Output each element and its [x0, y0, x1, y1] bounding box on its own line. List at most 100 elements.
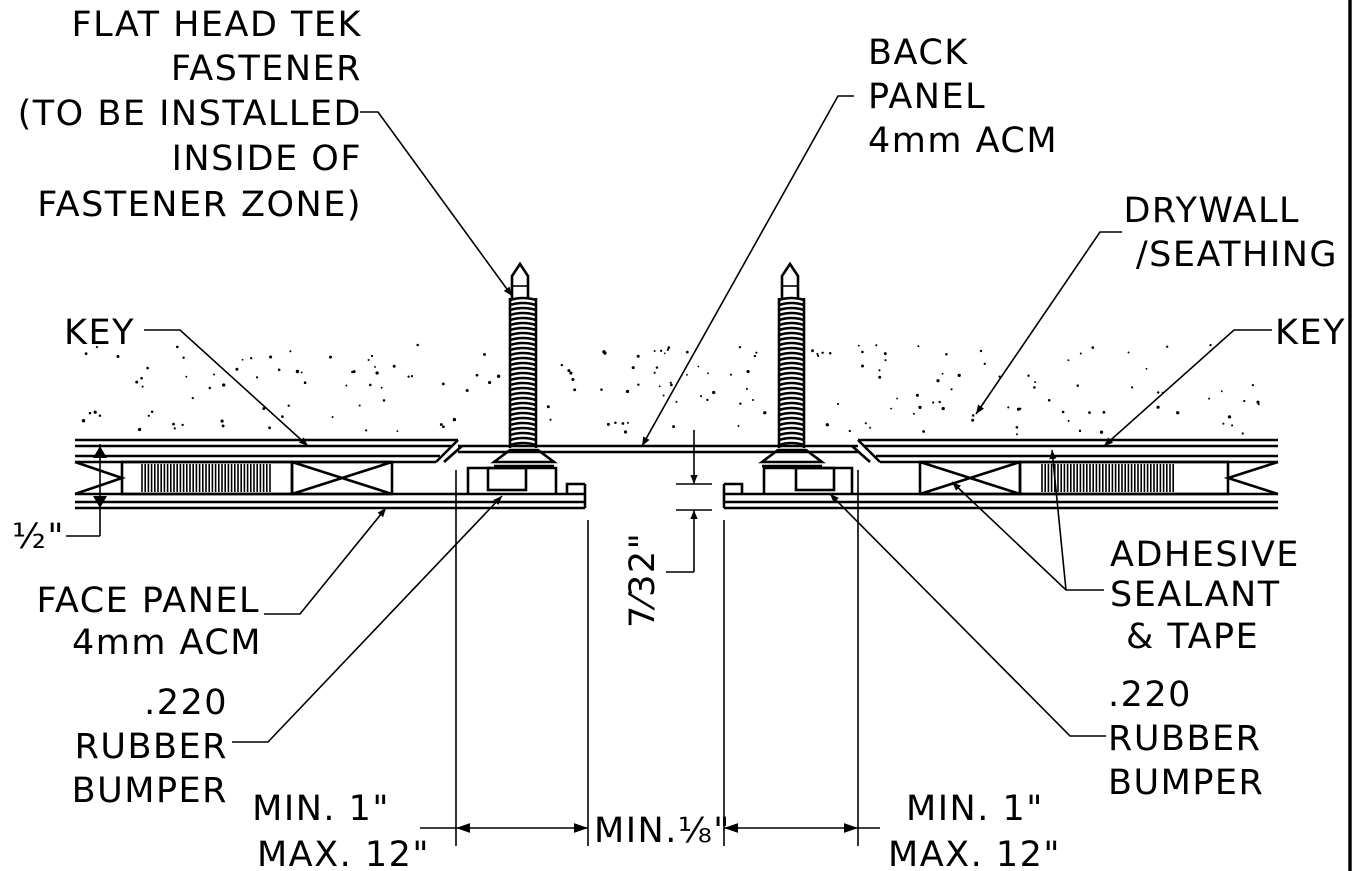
- speckle: [753, 354, 757, 358]
- dimension-half-inch: [66, 444, 107, 537]
- thread-turn: [778, 306, 805, 312]
- speckle: [1156, 391, 1160, 394]
- thread-turn: [509, 441, 537, 447]
- thread-turn: [778, 401, 805, 407]
- label-adhesive-line3: & TAPE: [1126, 617, 1259, 657]
- thread-turn: [509, 361, 537, 367]
- speckle: [382, 399, 386, 402]
- thread-turn: [509, 331, 537, 337]
- speckle: [546, 405, 550, 409]
- speckle: [979, 349, 983, 353]
- speckle: [88, 411, 92, 415]
- speckle: [1131, 386, 1134, 389]
- speckle: [971, 418, 975, 422]
- left-adhesive-coil: [141, 464, 271, 492]
- speckle: [913, 412, 915, 415]
- speckle: [175, 345, 179, 349]
- speckle: [896, 397, 899, 400]
- label-bumper-right-line1: .220: [1108, 675, 1192, 715]
- speckle: [173, 427, 176, 430]
- thread-turn: [509, 301, 537, 307]
- speckle: [869, 426, 872, 429]
- thread-turn: [778, 376, 805, 382]
- speckle: [331, 415, 334, 419]
- speckle: [81, 419, 86, 423]
- speckle: [416, 343, 419, 347]
- thread-turn: [778, 406, 805, 412]
- rubber-bumper-left: [466, 466, 558, 494]
- label-face-panel-line2: 4mm ACM: [72, 623, 262, 663]
- label-back-panel-line1: BACK: [868, 33, 969, 73]
- speckle: [295, 369, 300, 374]
- speckle: [147, 414, 150, 417]
- thread-turn: [778, 316, 805, 322]
- speckle: [864, 422, 867, 425]
- speckle: [816, 354, 820, 357]
- thread-turn: [778, 361, 805, 367]
- label-bumper-right-line3: BUMPER: [1108, 763, 1264, 803]
- speckle: [150, 410, 154, 413]
- thread-turn: [509, 421, 537, 427]
- thread-turn: [509, 336, 537, 342]
- speckle: [1222, 422, 1225, 425]
- speckle: [141, 385, 144, 388]
- thread-turn: [509, 326, 537, 332]
- thread-turn: [778, 336, 805, 342]
- speckle: [1076, 384, 1079, 387]
- speckle: [685, 350, 689, 354]
- speckle: [828, 351, 832, 355]
- speckle: [140, 376, 143, 380]
- speckle: [487, 380, 492, 385]
- speckle: [1033, 386, 1036, 389]
- thread-turn: [509, 431, 537, 437]
- speckle: [707, 372, 709, 375]
- speckle: [667, 346, 671, 349]
- speckle: [1007, 406, 1010, 409]
- speckle: [670, 383, 673, 387]
- label-dim-right-line2: MAX. 12": [888, 835, 1061, 871]
- tek-fastener-right: [758, 261, 826, 468]
- thread-turn: [778, 386, 805, 392]
- speckle: [857, 344, 860, 347]
- thread-turn: [778, 396, 805, 402]
- speckle: [1047, 398, 1051, 402]
- speckle: [621, 422, 625, 425]
- speckle: [98, 414, 102, 418]
- speckle: [1091, 346, 1095, 349]
- speckle: [441, 382, 445, 386]
- speckle: [884, 359, 887, 362]
- speckle: [614, 421, 617, 425]
- leaders: [144, 95, 1272, 743]
- label-bumper-left-line3: BUMPER: [72, 771, 228, 811]
- speckle: [1034, 381, 1037, 384]
- label-back-panel: BACK PANEL 4mm ACM: [868, 33, 1057, 161]
- label-back-panel-line2: PANEL: [868, 77, 986, 117]
- thread-turn: [778, 311, 805, 317]
- speckle: [146, 366, 149, 370]
- speckle: [1251, 384, 1254, 387]
- label-face-panel-line1: FACE PANEL: [36, 581, 260, 621]
- label-adhesive-line2: SEALANT: [1110, 575, 1281, 615]
- thread-turn: [778, 391, 805, 397]
- speckle: [653, 350, 656, 352]
- speckle: [1156, 405, 1160, 409]
- thread-turn: [778, 371, 805, 377]
- thread-turn: [509, 401, 537, 407]
- speckle: [1231, 424, 1234, 427]
- speckle: [496, 374, 501, 378]
- speckle: [255, 376, 259, 379]
- speckle: [235, 367, 239, 371]
- thread-turn: [509, 346, 537, 352]
- thread-turn: [509, 386, 537, 392]
- speckle: [442, 425, 445, 429]
- speckle: [878, 369, 881, 372]
- speckle: [936, 379, 940, 383]
- label-fastener-line5: FASTENER ZONE): [37, 185, 362, 225]
- right-adhesive-coil: [1041, 464, 1174, 492]
- speckle: [875, 344, 878, 347]
- speckle: [300, 371, 303, 374]
- speckle: [392, 364, 396, 368]
- speckle: [655, 366, 659, 369]
- thread-turn: [778, 441, 805, 447]
- speckle: [752, 399, 754, 401]
